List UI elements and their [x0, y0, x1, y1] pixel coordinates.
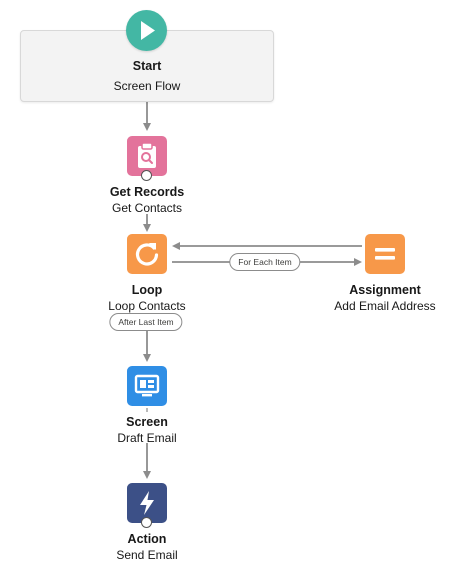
screen-title: Screen [126, 415, 168, 429]
loop-title: Loop [131, 283, 163, 297]
for-each-item-label[interactable]: For Each Item [229, 253, 301, 271]
refresh-icon [135, 243, 159, 266]
loop-subtitle: Loop Contacts [108, 299, 186, 313]
get-records-subtitle: Get Contacts [111, 201, 183, 215]
equals-icon [375, 248, 395, 260]
assignment-subtitle: Add Email Address [334, 299, 436, 313]
lightning-icon [140, 491, 154, 515]
action-node[interactable] [127, 483, 167, 523]
action-connector-dot[interactable] [141, 517, 152, 528]
clipboard-search-icon [138, 142, 156, 168]
get-records-node[interactable] [127, 136, 167, 176]
screen-subtitle: Draft Email [117, 431, 177, 445]
start-node[interactable]: Start Screen Flow [20, 10, 274, 102]
start-subtitle: Screen Flow [113, 79, 181, 93]
get-records-title: Get Records [109, 185, 185, 199]
start-title: Start [132, 59, 162, 73]
monitor-icon [134, 374, 160, 397]
after-last-item-label[interactable]: After Last Item [109, 313, 183, 331]
action-subtitle: Send Email [116, 548, 178, 562]
assignment-title: Assignment [349, 283, 421, 297]
assignment-node[interactable] [365, 234, 405, 274]
screen-node[interactable] [127, 366, 167, 406]
action-title: Action [127, 532, 167, 546]
play-icon [126, 10, 167, 51]
loop-node[interactable] [127, 234, 167, 274]
get-records-connector-dot[interactable] [141, 170, 152, 181]
